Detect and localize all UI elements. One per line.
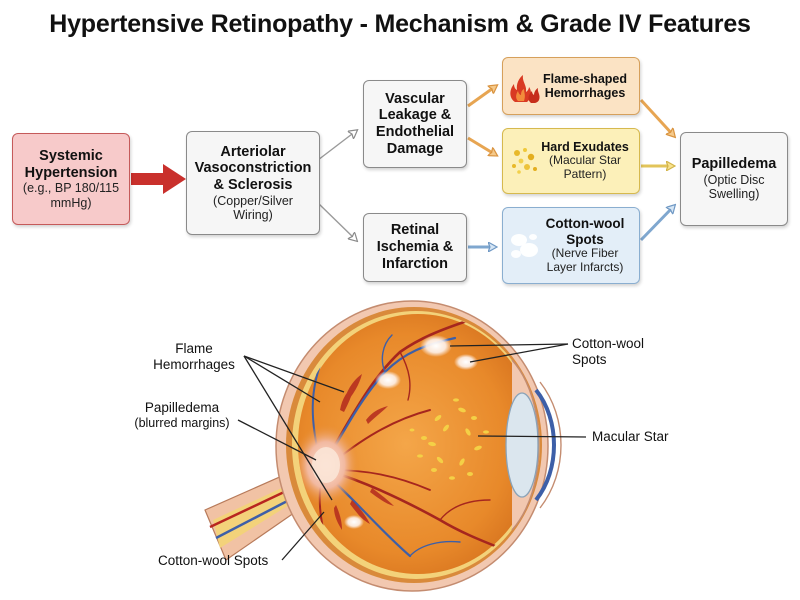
exudate-dots-icon (512, 148, 537, 174)
exudates-heading: Hard Exudates (541, 140, 629, 155)
box-vascular-leakage: Vascular Leakage & Endothelial Damage (363, 80, 467, 168)
macular-star-exudates (409, 398, 489, 480)
label-papilledema: Papilledema (blurred margins) (126, 400, 238, 430)
leakage-heading: Vascular Leakage & Endothelial Damage (375, 90, 455, 157)
arrow-leakage-to-flame (467, 86, 496, 108)
anterior-eye (505, 359, 562, 531)
box-systemic-hypertension: Systemic Hypertension (e.g., BP 180/115 … (12, 133, 130, 225)
cotton-wool-spots-eye (344, 335, 478, 529)
optic-disc-core (312, 447, 340, 483)
box-retinal-ischemia: Retinal Ischemia & Infarction (363, 213, 467, 282)
ischemia-heading: Retinal Ischemia & Infarction (376, 222, 454, 272)
papilledema-heading: Papilledema (691, 156, 777, 173)
flame-heading: Flame-shaped Hemorrhages (542, 71, 628, 100)
arteriolar-heading: Arteriolar Vasoconstriction & Sclerosis (194, 143, 312, 193)
arrow-leakage-to-exudates (467, 136, 496, 155)
red-arrow-systemic-to-arteriolar (131, 164, 186, 194)
cotton-sub: (Nerve Fiber Layer Infarcts) (546, 246, 624, 275)
box-papilledema: Papilledema (Optic Disc Swelling) (680, 132, 788, 226)
exudates-sub: (Macular Star Pattern) (548, 153, 622, 182)
lens (505, 392, 539, 498)
arrow-flame-to-papilledema (639, 98, 674, 136)
label-flame-hemorrhages: Flame Hemorrhages (153, 341, 235, 372)
box-flame-hemorrhages: Flame-shaped Hemorrhages (502, 57, 640, 115)
systemic-sub: (e.g., BP 180/115 mmHg) (22, 181, 120, 210)
arrow-arteriolar-to-ischemia (317, 202, 356, 240)
label-cotton-wool-right: Cotton-wool Spots (572, 336, 645, 367)
flame-hemorrhages (334, 374, 394, 530)
arrow-arteriolar-to-leakage (316, 129, 356, 162)
box-hard-exudates: Hard Exudates (Macular Star Pattern) (502, 128, 640, 194)
box-cotton-wool-spots: Cotton-wool Spots (Nerve Fiber Layer Inf… (502, 207, 640, 284)
cotton-heading: Cotton-wool Spots (545, 216, 625, 247)
label-papilledema-heading: Papilledema (144, 400, 220, 415)
cotton-wool-icon (511, 234, 538, 258)
arteriolar-sub: (Copper/Silver Wiring) (213, 193, 293, 222)
page-title: Hypertensive Retinopathy - Mechanism & G… (49, 10, 751, 38)
box-arteriolar: Arteriolar Vasoconstriction & Sclerosis … (186, 131, 320, 235)
systemic-heading: Systemic Hypertension (24, 147, 118, 181)
label-papilledema-sub: (blurred margins) (134, 415, 230, 430)
flame-icon (510, 75, 540, 103)
leader-lines (237, 343, 587, 561)
papilledema-sub: (Optic Disc Swelling) (703, 172, 765, 202)
label-macular-star: Macular Star (592, 429, 669, 444)
arrow-cotton-to-papilledema (639, 206, 674, 242)
label-cotton-wool-left: Cotton-wool Spots (158, 553, 269, 568)
